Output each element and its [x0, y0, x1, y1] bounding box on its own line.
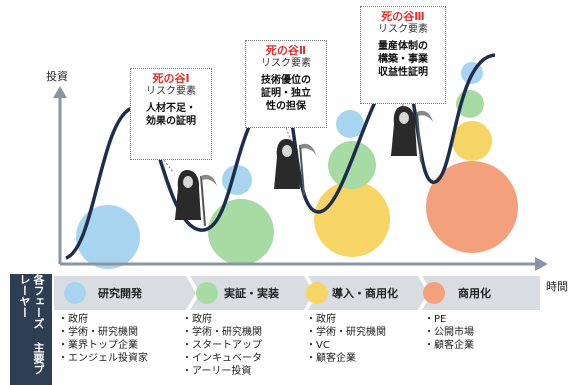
valley-title: 死の谷Ⅱ — [265, 44, 307, 57]
phase-dot-demo — [196, 282, 218, 304]
y-axis-arrow — [53, 86, 67, 98]
grim-reaper-icon — [391, 106, 433, 163]
player-item: 学術・研究機関 — [306, 326, 386, 339]
bubble-adopt-mid — [328, 141, 376, 189]
valley-body-line: 人材不足・ — [146, 103, 196, 114]
valley-subtitle: リスク要素 — [261, 58, 311, 69]
bubble-adopt-large — [314, 181, 390, 257]
valley-box-2: 死の谷Ⅱ リスク要素 技術優位の 証明・独立 性の担保 — [245, 40, 327, 128]
player-item: 政府 — [182, 313, 262, 326]
player-list-adopt: 政府 学術・研究機関 VC 顧客企業 — [306, 313, 386, 365]
player-item: 学術・研究機関 — [58, 326, 148, 339]
phase-name-rd: 研究開発 — [98, 287, 142, 300]
phase-chevron-2 — [190, 276, 314, 310]
valley-body-line: 量産体制の — [378, 41, 428, 52]
y-axis-label: 投資 — [46, 70, 68, 83]
phase-name-adopt: 導入・商用化 — [332, 287, 398, 300]
bubble-adopt-small — [336, 110, 364, 138]
valley-body-line: 収益性証明 — [378, 67, 428, 78]
connector-1 — [163, 159, 174, 173]
phase-name-comm: 商用化 — [458, 287, 491, 300]
player-list-comm: PE 公開市場 顧客企業 — [424, 313, 474, 352]
player-item: エンジェル投資家 — [58, 352, 148, 365]
valley-body-line: 技術優位の — [261, 75, 311, 86]
valley-body-line: 証明・独立 — [261, 88, 311, 99]
grim-reaper-icon — [175, 170, 217, 227]
valley-box-3: 死の谷Ⅲ リスク要素 量産体制の 構築・事業 収益性証明 — [360, 6, 446, 104]
valley-subtitle: リスク要素 — [378, 24, 428, 35]
phase-dot-comm — [423, 282, 445, 304]
valley-box-1: 死の谷Ⅰ リスク要素 人材不足・ 効果の証明 — [130, 68, 212, 160]
player-item: アーリー投資 — [182, 365, 262, 378]
valley-body-line: 効果の証明 — [146, 116, 196, 127]
bubble-comm-yellow — [452, 121, 492, 161]
connector-2 — [285, 127, 292, 141]
player-item: 顧客企業 — [424, 339, 474, 352]
player-item: 政府 — [58, 313, 148, 326]
valley-title: 死の谷Ⅲ — [381, 10, 425, 23]
grim-reaper-icon — [274, 139, 316, 196]
player-list-demo: 政府 学術・研究機関 スタートアップ インキュベータ アーリー投資 — [182, 313, 262, 378]
player-item: インキュベータ — [182, 352, 262, 365]
player-item: 顧客企業 — [306, 352, 386, 365]
player-item: 公開市場 — [424, 326, 474, 339]
player-item: 学術・研究機関 — [182, 326, 262, 339]
player-item: スタートアップ — [182, 339, 262, 352]
phase-dot-adopt — [306, 282, 328, 304]
x-axis-label: 時間 — [546, 280, 568, 293]
valley-title: 死の谷Ⅰ — [152, 72, 190, 85]
valley-subtitle: リスク要素 — [146, 86, 196, 97]
phase-name-demo: 実証・実装 — [224, 287, 279, 300]
player-item: VC — [306, 339, 386, 352]
x-axis-arrow — [535, 257, 548, 271]
player-list-rd: 政府 学術・研究機関 業界トップ企業 エンジェル投資家 — [58, 313, 148, 365]
player-item: 業界トップ企業 — [58, 339, 148, 352]
bubble-comm-large — [426, 161, 518, 253]
phase-chevron-4 — [422, 276, 540, 310]
valley-body-line: 性の担保 — [266, 101, 306, 112]
valley-body-line: 構築・事業 — [378, 54, 428, 65]
bubble-demo-small — [222, 165, 252, 195]
phase-dot-rd — [64, 282, 86, 304]
bubble-rd — [76, 205, 140, 269]
phase-chevron-3 — [308, 276, 428, 310]
side-label-main-players: 各フェーズ 主要プレーヤー — [10, 274, 52, 385]
player-item: PE — [424, 313, 474, 326]
player-item: 政府 — [306, 313, 386, 326]
bubble-demo-large — [208, 199, 274, 265]
phase-chevron-1 — [54, 276, 196, 310]
